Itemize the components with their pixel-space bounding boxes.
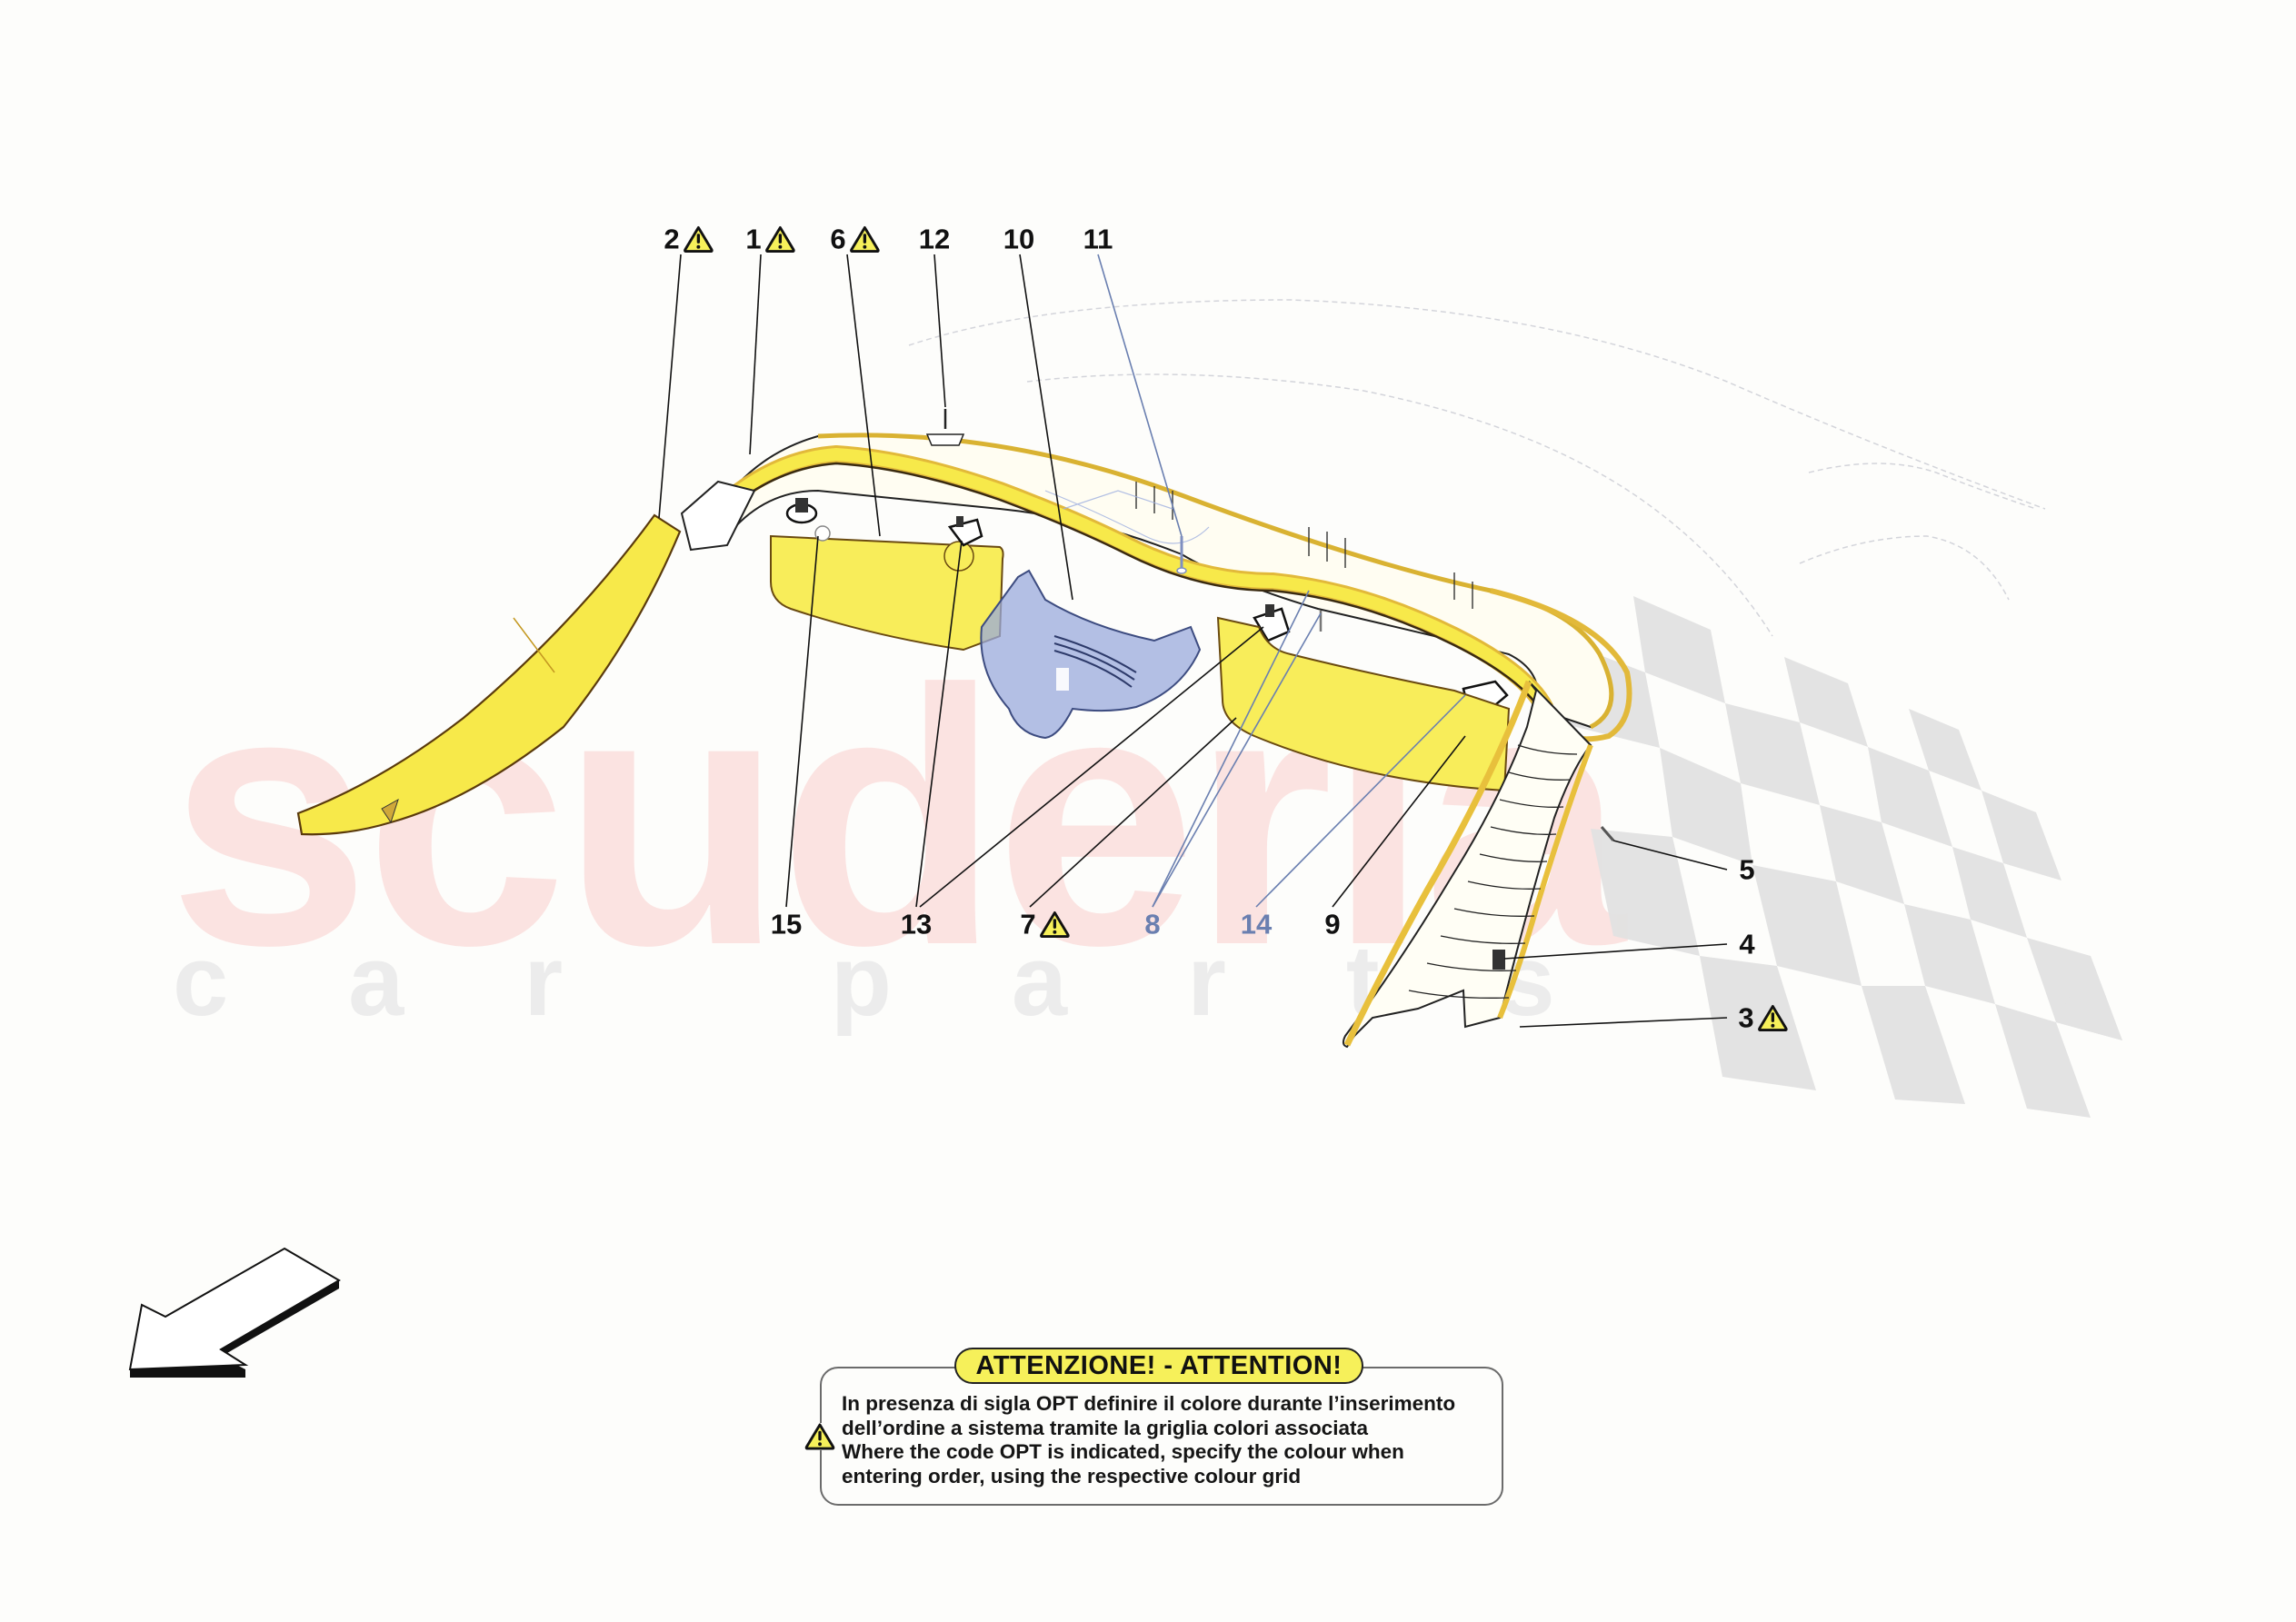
left-pillar-trim-part-2[interactable] bbox=[296, 513, 682, 836]
callout-number: 14 bbox=[1240, 908, 1273, 940]
callout-11[interactable]: 11 bbox=[1083, 225, 1113, 254]
callout-number: 3 bbox=[1738, 1001, 1754, 1034]
callout-5[interactable]: 5 bbox=[1739, 856, 1754, 884]
callout-15[interactable]: 15 bbox=[771, 911, 802, 939]
checkered-flag-watermark bbox=[1557, 596, 2122, 1118]
callout-4[interactable]: 4 bbox=[1739, 930, 1754, 959]
warning-triangle-icon bbox=[684, 225, 714, 253]
callout-9[interactable]: 9 bbox=[1324, 911, 1340, 939]
callout-13[interactable]: 13 bbox=[901, 911, 932, 939]
callout-10[interactable]: 10 bbox=[1003, 225, 1034, 254]
car-silhouette-outline bbox=[908, 299, 2046, 637]
callout-number: 6 bbox=[830, 223, 846, 255]
callout-number: 11 bbox=[1083, 223, 1113, 255]
notice-line-en-2: entering order, using the respective col… bbox=[842, 1464, 1302, 1488]
clip-part-4[interactable] bbox=[1492, 950, 1505, 970]
callout-leader-lines bbox=[658, 254, 1728, 1028]
callout-3[interactable]: 3 bbox=[1738, 1004, 1788, 1032]
overhead-console-bracket-part-10[interactable] bbox=[980, 569, 1202, 740]
callout-number: 4 bbox=[1739, 928, 1755, 960]
screw-part-5[interactable] bbox=[1600, 826, 1615, 841]
callout-14[interactable]: 14 bbox=[1241, 911, 1272, 939]
callout-2[interactable]: 2 bbox=[664, 225, 714, 254]
callout-number: 12 bbox=[918, 223, 951, 255]
callout-number: 8 bbox=[1144, 908, 1161, 940]
attention-notice-title: ATTENZIONE! - ATTENTION! bbox=[954, 1348, 1363, 1384]
watermark-car-parts: car parts bbox=[173, 925, 1675, 1037]
warning-triangle-icon bbox=[765, 225, 795, 253]
attention-notice-box bbox=[820, 1367, 1503, 1506]
notice-line-it-2: dell’ordine a sistema tramite la griglia… bbox=[842, 1416, 1368, 1439]
callout-6[interactable]: 6 bbox=[830, 225, 880, 254]
arrow-down-left-icon bbox=[128, 1247, 341, 1378]
callout-8[interactable]: 8 bbox=[1144, 911, 1160, 939]
callout-number: 10 bbox=[1003, 223, 1035, 255]
callout-number: 9 bbox=[1324, 908, 1341, 940]
callout-number: 15 bbox=[770, 908, 803, 940]
screw-part-12[interactable] bbox=[925, 409, 965, 446]
right-pillar-trim-part-3[interactable] bbox=[1342, 680, 1593, 1049]
callout-number: 13 bbox=[900, 908, 933, 940]
callout-number: 7 bbox=[1020, 908, 1036, 940]
warning-triangle-icon bbox=[850, 225, 880, 253]
callout-12[interactable]: 12 bbox=[919, 225, 950, 254]
roof-lining-frame-part-1[interactable] bbox=[680, 433, 1632, 742]
notice-line-en-1: Where the code OPT is indicated, specify… bbox=[842, 1440, 1404, 1463]
attention-notice-text: In presenza di sigla OPT definire il col… bbox=[842, 1392, 1496, 1488]
warning-triangle-icon bbox=[1758, 1004, 1788, 1031]
callout-7[interactable]: 7 bbox=[1020, 911, 1070, 939]
visor-clip-part-15[interactable] bbox=[785, 498, 831, 542]
callout-number: 1 bbox=[745, 223, 762, 255]
screw-part-11[interactable] bbox=[1176, 536, 1187, 574]
notice-line-it-1: In presenza di sigla OPT definire il col… bbox=[842, 1392, 1456, 1415]
callout-number: 2 bbox=[664, 223, 680, 255]
warning-triangle-icon bbox=[1040, 911, 1070, 938]
left-sun-visor-part-6[interactable] bbox=[770, 534, 1004, 652]
callout-number: 5 bbox=[1739, 853, 1755, 886]
visor-hinge-part-13-left[interactable] bbox=[947, 516, 983, 547]
warning-triangle-icon bbox=[804, 1423, 835, 1450]
callout-1[interactable]: 1 bbox=[745, 225, 795, 254]
